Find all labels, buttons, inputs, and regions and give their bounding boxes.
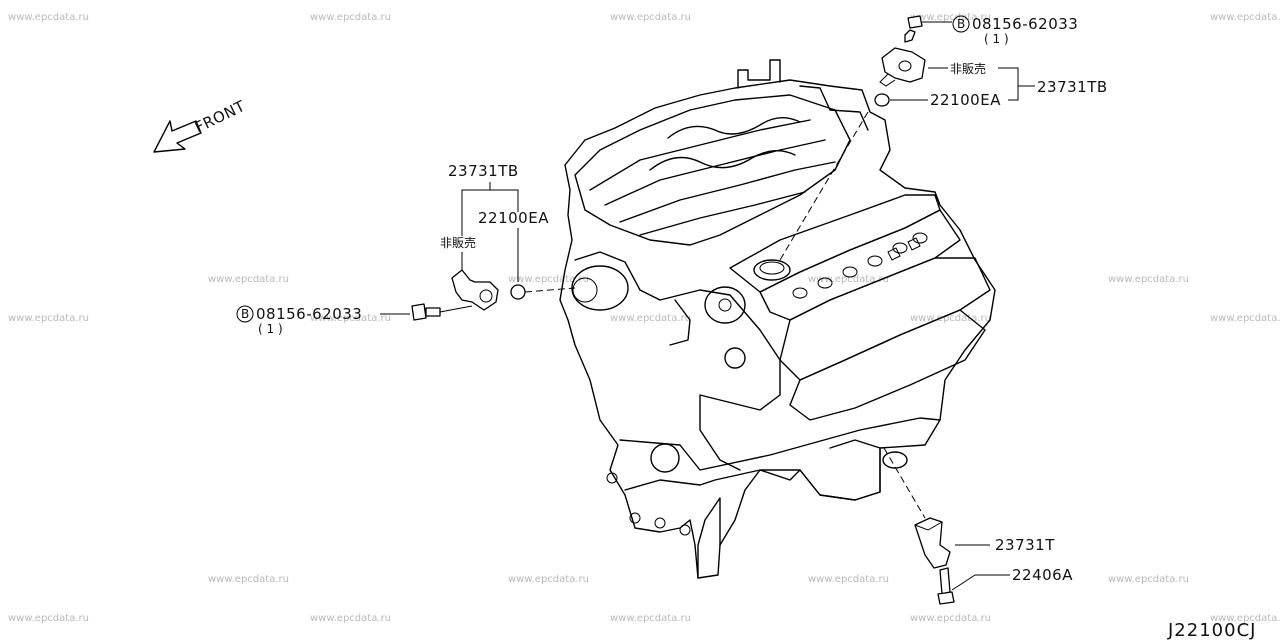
leader-crank: [883, 447, 926, 519]
watermark: www.epcdata.ru: [610, 613, 691, 624]
watermark: www.epcdata.ru: [508, 274, 589, 285]
intake-bracket: [799, 85, 869, 131]
watermark: www.epcdata.ru: [208, 574, 289, 585]
watermark: www.epcdata.ru: [1108, 274, 1189, 285]
bolt-left-head-icon: [411, 303, 427, 321]
oil-filler-cap: [753, 259, 791, 281]
cam-sensor-left-icon: [451, 269, 499, 311]
engine-outline: [559, 79, 996, 579]
o-ring-left-icon: [510, 284, 526, 300]
runner-bend: [667, 117, 801, 139]
boss: [724, 347, 746, 369]
runner-bend: [649, 150, 796, 171]
callout-bolt-left-qty: ( 1 ): [258, 322, 283, 336]
front-arrow: FRONT: [153, 97, 248, 153]
callout-bolt-top[interactable]: 08156-62033: [972, 15, 1078, 33]
watermark: www.epcdata.ru: [310, 12, 391, 23]
ignition-coils: [792, 232, 928, 299]
intake-runner: [604, 139, 826, 206]
watermark: www.epcdata.ru: [208, 274, 289, 285]
crank-sensor-icon: [914, 517, 951, 569]
front-cover-edge: [669, 299, 691, 346]
cam-cover-lower: [759, 209, 961, 321]
watermark: www.epcdata.ru: [1210, 12, 1280, 23]
left-sensor-group[interactable]: 23731TB 22100EA 非販売 B 08156-62033 ( 1 ): [236, 162, 549, 336]
block-boss: [650, 443, 680, 473]
assembly-lines: [524, 111, 926, 519]
pan-boss: [882, 451, 908, 469]
callout-oring-left[interactable]: 22100EA: [478, 209, 549, 227]
callout-sensor-top[interactable]: 23731TB: [1037, 78, 1108, 96]
watermark: www.epcdata.ru: [1210, 313, 1280, 324]
leader-top: [779, 111, 869, 261]
watermark: www.epcdata.ru: [808, 274, 889, 285]
bolt-symbol-icon: [952, 15, 970, 33]
block-skirt: [619, 417, 941, 471]
transmission-stub: [697, 497, 721, 579]
callout-bolt-left[interactable]: 08156-62033: [256, 305, 362, 323]
intake-plenum: [574, 94, 851, 246]
crank-sensor-group[interactable]: 23731T 22406A: [914, 517, 1073, 605]
watermark: www.epcdata.ru: [1210, 613, 1280, 624]
watermark: www.epcdata.ru: [808, 574, 889, 585]
front-arrow-icon: [153, 120, 202, 153]
intake-runner: [589, 119, 811, 191]
intake-bracket: [737, 59, 781, 89]
idler-pulley: [704, 286, 746, 324]
bolt-symbol-left: B: [241, 307, 249, 321]
watermark: www.epcdata.ru: [910, 313, 991, 324]
callout-oring-top[interactable]: 22100EA: [930, 91, 1001, 109]
leader-left: [524, 287, 576, 293]
oil-pan: [799, 439, 881, 501]
callout-crank-sensor[interactable]: 23731T: [995, 536, 1055, 554]
watermark: www.epcdata.ru: [8, 313, 89, 324]
diagram-code: J22100CJ: [1167, 620, 1256, 640]
top-sensor-group[interactable]: B 08156-62033 ( 1 ) 非販売 22100EA 23731TB: [874, 15, 1108, 109]
watermark: www.epcdata.ru: [1108, 574, 1189, 585]
watermark: www.epcdata.ru: [8, 12, 89, 23]
watermark: www.epcdata.ru: [508, 574, 589, 585]
oil-pan-rail: [624, 469, 801, 491]
watermark: www.epcdata.ru: [910, 613, 991, 624]
watermark: www.epcdata.ru: [610, 313, 691, 324]
bolt-symbol-icon: [236, 305, 254, 323]
bolt-symbol-top: B: [957, 17, 965, 31]
intake-runner: [619, 161, 836, 223]
callout-not-for-sale-top: 非販売: [950, 61, 986, 76]
crank-bolt-head-icon: [937, 591, 955, 605]
callout-bolt-top-qty: ( 1 ): [984, 32, 1009, 46]
watermark: www.epcdata.ru: [310, 313, 391, 324]
timing-cover: [574, 251, 781, 471]
watermark: www.epcdata.ru: [910, 12, 991, 23]
bolt-left-icon: [425, 307, 441, 317]
watermark: www.epcdata.ru: [310, 613, 391, 624]
callout-sensor-left[interactable]: 23731TB: [448, 162, 519, 180]
engine-assembly: [559, 59, 996, 579]
callout-not-for-sale-left: 非販売: [440, 235, 476, 250]
callout-crank-bolt[interactable]: 22406A: [1012, 566, 1073, 584]
watermark: www.epcdata.ru: [8, 613, 89, 624]
bolt-icon: [904, 29, 916, 43]
watermark-layer: www.epcdata.ru www.epcdata.ru www.epcdat…: [8, 12, 1280, 624]
pan-bolts: [606, 472, 691, 536]
cylinder-head: [779, 257, 991, 381]
front-label: FRONT: [192, 97, 248, 137]
exhaust-side: [789, 309, 986, 421]
o-ring-top-icon: [874, 93, 890, 107]
crank-bolt-icon: [939, 567, 951, 595]
pulley: [571, 265, 629, 311]
bolt-head-icon: [907, 15, 923, 29]
watermark: www.epcdata.ru: [610, 12, 691, 23]
intake-runner: [639, 191, 806, 236]
cam-sensor-top-icon: [881, 47, 926, 83]
